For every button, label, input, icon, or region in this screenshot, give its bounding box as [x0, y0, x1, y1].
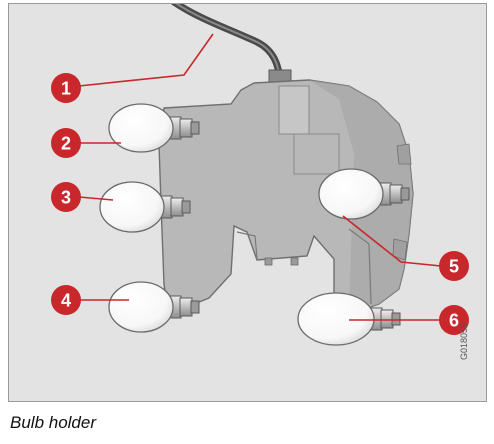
bulb-6 — [297, 292, 401, 346]
image-code: G018055 — [459, 323, 469, 360]
callout-2: 2 — [51, 128, 81, 158]
callout-6: 6 — [439, 305, 469, 335]
bulb-3 — [99, 181, 191, 233]
callout-4: 4 — [51, 285, 81, 315]
bulb-4 — [108, 281, 200, 333]
leader-line-5 — [342, 215, 442, 267]
callout-label: 3 — [61, 188, 71, 208]
callout-label: 5 — [449, 257, 459, 277]
leader-line-1 — [78, 33, 214, 87]
callout-label: 4 — [61, 291, 71, 311]
callout-3: 3 — [51, 182, 81, 212]
leader-line-3 — [78, 196, 114, 201]
figure-caption: Bulb holder — [10, 413, 97, 432]
callout-5: 5 — [439, 251, 469, 281]
cable — [171, 4, 284, 86]
callout-label: 6 — [449, 311, 459, 331]
callout-label: 1 — [61, 79, 71, 99]
callout-label: 2 — [61, 134, 71, 154]
callout-1: 1 — [51, 73, 81, 103]
bulb-2 — [108, 103, 200, 153]
bulb-5 — [318, 168, 410, 220]
